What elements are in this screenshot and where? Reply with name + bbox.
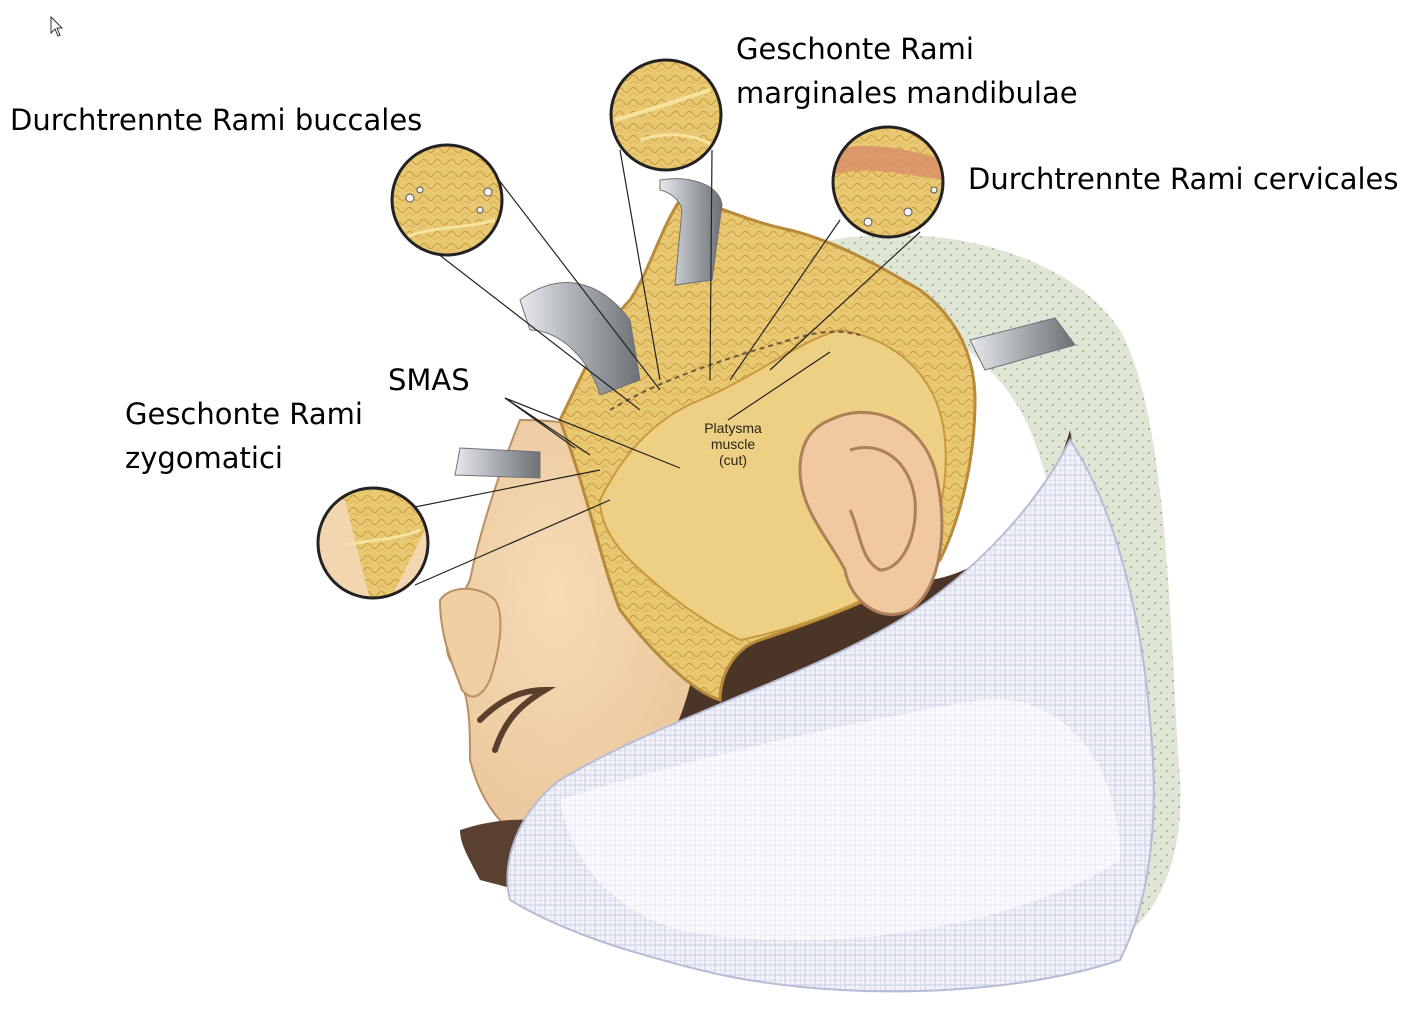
magnifier-zygomatici xyxy=(316,486,430,600)
label-line: marginales mandibulae xyxy=(736,76,1078,110)
label-line: Platysma xyxy=(704,420,762,436)
label-durchtrennte-rami-cervicales: Durchtrennte Rami cervicales xyxy=(968,157,1398,201)
label-geschonte-rami-zygomatici: Geschonte Rami zygomatici xyxy=(125,392,363,480)
eyebrow xyxy=(477,686,556,753)
gauze-glow xyxy=(560,699,1120,941)
mouse-pointer-icon xyxy=(50,15,64,37)
label-platysma-muscle: Platysma muscle (cut) xyxy=(688,420,778,468)
nose xyxy=(438,587,502,698)
label-line: Durchtrennte Rami buccales xyxy=(10,103,423,137)
ear xyxy=(798,410,944,616)
label-line: Geschonte Rami xyxy=(125,397,363,431)
label-line: muscle xyxy=(710,436,756,452)
magnifier-marginales xyxy=(609,58,723,172)
label-line: SMAS xyxy=(388,363,470,397)
label-line: (cut) xyxy=(719,452,747,468)
label-line: Geschonte Rami xyxy=(736,32,974,66)
pointer-lines xyxy=(399,149,921,586)
retractor-top xyxy=(659,178,723,286)
retractor-left xyxy=(454,447,541,479)
hair xyxy=(510,430,1073,871)
retractor-right xyxy=(969,317,1076,371)
label-line: Durchtrennte Rami cervicales xyxy=(968,162,1399,196)
label-smas: SMAS xyxy=(388,358,470,402)
magnifier-buccales xyxy=(390,143,504,257)
magnifier-cervicales xyxy=(831,125,945,239)
label-geschonte-rami-marginales: Geschonte Rami marginales mandibulae xyxy=(736,27,1078,115)
label-durchtrennte-rami-buccales: Durchtrennte Rami buccales xyxy=(10,98,422,142)
retractor-left-top xyxy=(519,282,641,396)
ear-inner xyxy=(848,445,917,572)
label-line: zygomatici xyxy=(125,441,283,475)
